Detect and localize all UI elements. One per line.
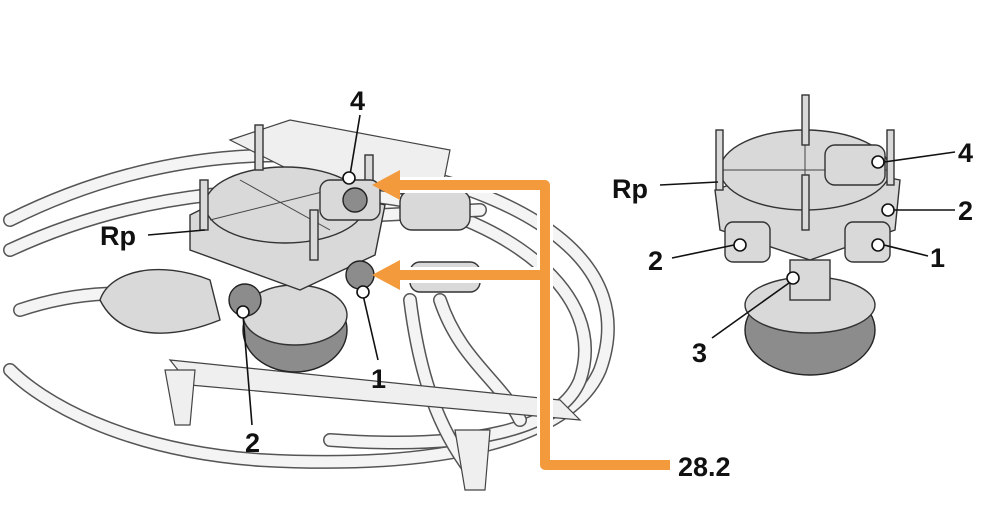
label-rp-right: Rp: [612, 174, 648, 204]
label-port-4-right: 4: [958, 138, 973, 168]
label-reference: 28.2: [678, 452, 731, 482]
reference-arrows: [372, 170, 670, 473]
leader-lines: [147, 114, 956, 426]
label-port-4-left: 4: [350, 86, 365, 116]
label-port-2-right-left: 2: [648, 246, 663, 276]
label-port-2-left: 2: [245, 428, 260, 458]
label-port-2-right: 2: [958, 196, 973, 226]
label-port-1-right: 1: [930, 243, 945, 273]
label-rp-left: Rp: [100, 221, 136, 251]
arrow-head-bottom: [372, 260, 400, 290]
label-port-3-right: 3: [692, 338, 707, 368]
arrow-head-top: [372, 170, 400, 200]
relay-valve-right: [714, 94, 901, 376]
label-port-1-left: 1: [371, 364, 386, 394]
